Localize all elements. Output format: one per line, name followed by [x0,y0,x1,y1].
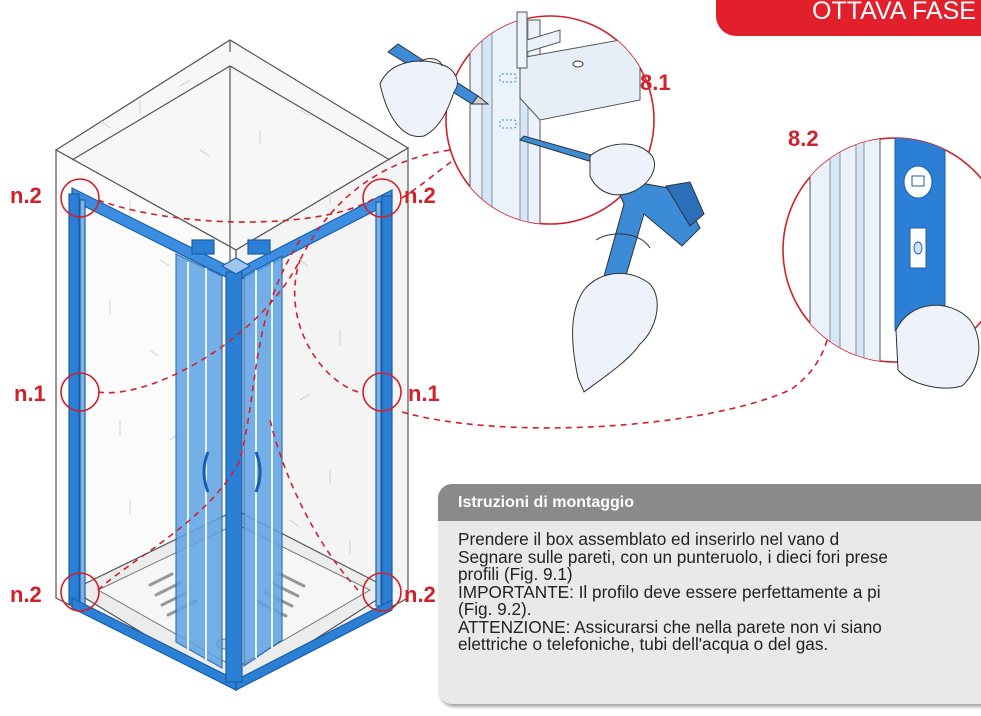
callout-circle-mid-right [362,372,402,412]
phase-label: OTTAVA FASE [812,0,976,25]
instruction-line: IMPORTANTE: Il profilo deve essere perfe… [458,581,881,602]
callout-label-top-left: n.2 [10,183,42,208]
instruction-line: Segnare sulle pareti, con un punteruolo,… [458,546,888,567]
callout-label-bottom-left: n.2 [10,582,42,607]
callout-circles [60,178,402,612]
callout-circle-top-left [60,178,100,218]
tile-pattern [99,79,351,554]
callout-connectors [97,149,831,591]
detail-8-1 [445,11,655,225]
callout-label-mid-right: n.1 [408,381,440,406]
callout-label-top-right: n.2 [404,183,436,208]
callout-circle-top-right [362,178,402,218]
callout-circle-bottom-left [60,572,100,612]
instruction-line: Prendere il box assemblato ed inserirlo … [458,529,840,549]
callout-circle-mid-left [60,372,100,412]
phase-banner: OTTAVA FASE [716,0,981,36]
instructions-panel: Istruzioni di montaggio Prendere il box … [438,484,981,704]
callout-circle-bottom-right [362,572,402,612]
instruction-line: ATTENZIONE: Assicurarsi che nella parete… [458,616,882,637]
figure-label-8-2: 8.2 [788,126,819,151]
instructions-title: Istruzioni di montaggio [438,484,981,521]
instruction-line: profili (Fig. 9.1) [458,564,573,584]
hand-with-punch-upper [379,43,490,137]
instruction-line: elettriche o telefoniche, tubi dell'acqu… [458,634,829,654]
detail-8-2 [782,137,981,389]
callout-label-mid-left: n.1 [14,381,46,406]
instructions-body: Prendere il box assemblato ed inserirlo … [438,521,981,654]
instruction-line: (Fig. 9.2). [458,599,532,619]
figure-label-8-1: 8.1 [640,70,671,95]
hand-with-hammer [519,135,705,393]
callout-label-bottom-right: n.2 [404,582,436,607]
